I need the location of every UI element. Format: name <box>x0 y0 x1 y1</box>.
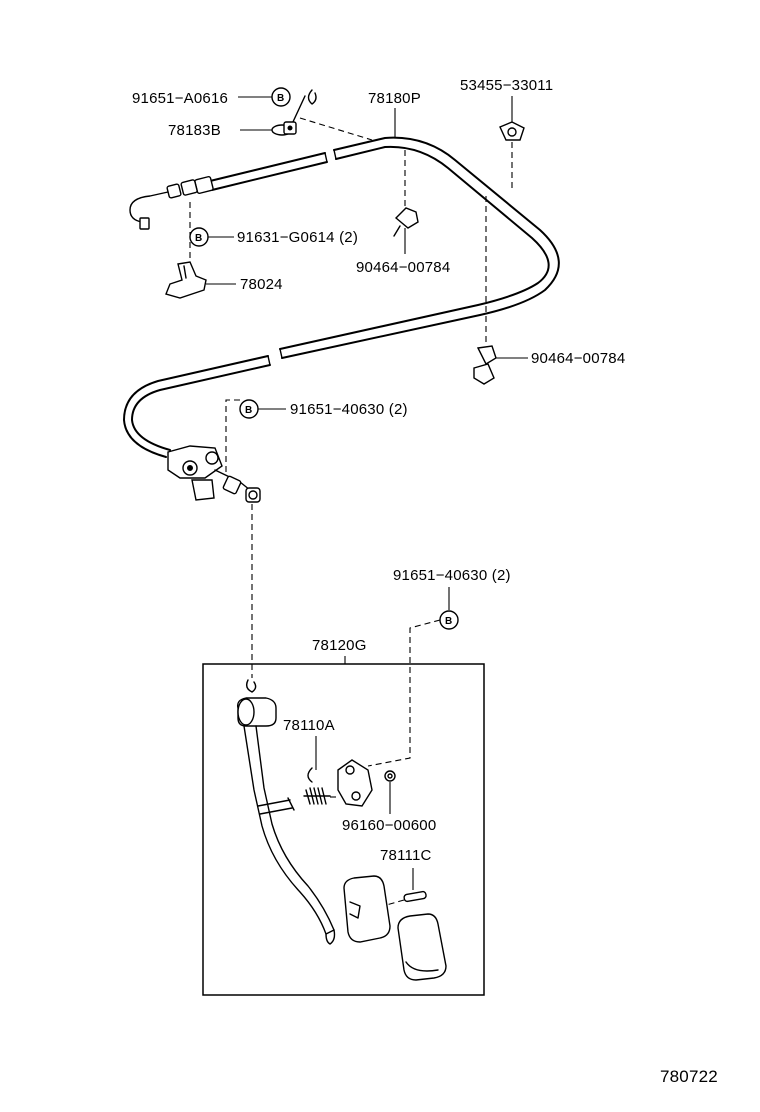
hook-spring-icon <box>291 89 317 125</box>
label-bolt-g0614: 91631−G0614 (2) <box>237 229 358 246</box>
label-clamp-90464-right: 90464−00784 <box>531 350 625 367</box>
pedal-pad-pin-icon <box>403 890 427 903</box>
accelerator-pedal-arm <box>236 679 336 945</box>
bolt-badge-40630-lower: B <box>439 610 459 630</box>
label-bolt-a0616: 91651−A0616 <box>132 90 228 107</box>
label-pad-78111c: 78111C <box>380 847 432 864</box>
diagram-number: 780722 <box>660 1067 718 1086</box>
pedal-pad-lower <box>397 913 447 981</box>
return-spring-icon <box>303 767 331 805</box>
pedal-pad-upper <box>343 875 391 943</box>
cable-end-fitting-lower <box>167 445 261 503</box>
label-bracket-78183b: 78183B <box>168 122 221 139</box>
badge-letter-icon: B <box>445 616 452 627</box>
pedal-assembly-frame <box>202 663 485 996</box>
label-cable-78180p: 78180P <box>368 90 421 107</box>
label-pedal-assy-78120g: 78120G <box>312 637 367 654</box>
label-clamp-90464-top: 90464−00784 <box>356 259 450 276</box>
pedal-bracket-plate <box>337 759 373 807</box>
bracket-78024-icon <box>165 261 207 299</box>
label-spring-78110a: 78110A <box>283 717 335 734</box>
bolt-badge-g0614: B <box>189 227 209 247</box>
clamp-90464-right-icon <box>473 345 497 385</box>
label-clamp-53455: 53455−33011 <box>460 77 553 94</box>
bolt-badge-a0616: B <box>271 87 291 107</box>
badge-letter-icon: B <box>245 405 252 416</box>
clamp-90464-top-icon <box>393 207 419 237</box>
label-bushing-96160: 96160−00600 <box>342 817 436 834</box>
badge-letter-icon: B <box>195 233 202 244</box>
accelerator-cable <box>123 136 560 503</box>
label-bracket-78024: 78024 <box>240 276 283 293</box>
label-bolt-40630-lower: 91651−40630 (2) <box>393 567 511 584</box>
cable-end-fitting-upper <box>129 175 214 230</box>
badge-letter-icon: B <box>277 93 284 104</box>
bolt-badge-40630-upper: B <box>239 399 259 419</box>
clamp-53455-icon <box>499 121 525 141</box>
bracket-78183b-icon <box>271 121 297 136</box>
label-bolt-40630-upper: 91651−40630 (2) <box>290 401 408 418</box>
bushing-96160-icon <box>384 770 396 782</box>
